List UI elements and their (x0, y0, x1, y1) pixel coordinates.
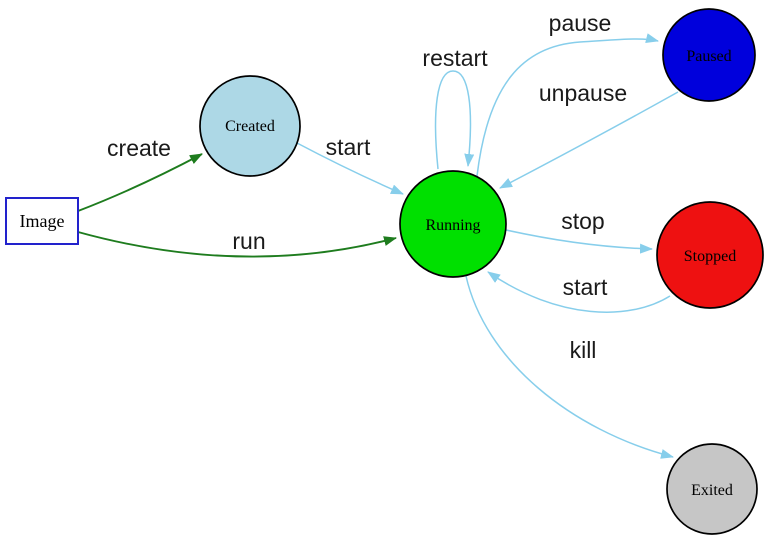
node-running-circle (399, 170, 507, 278)
edge-label-restart: restart (422, 45, 488, 71)
node-stopped-circle (656, 201, 764, 309)
node-stopped: Stopped (656, 201, 764, 309)
node-image-label: Image (20, 211, 65, 231)
edge-restart-path (434, 70, 475, 170)
node-created-circle (199, 75, 301, 177)
node-exited: Exited (666, 443, 758, 535)
edge-start-created-path (296, 142, 404, 195)
node-created: Created (199, 75, 301, 177)
node-exited-label: Exited (691, 482, 733, 499)
edge-label-unpause: unpause (539, 80, 627, 106)
node-running-label: Running (425, 217, 480, 234)
node-image: Image (5, 197, 79, 245)
node-paused-circle (662, 8, 756, 102)
edge-unpause-path (499, 91, 679, 189)
edge-start-stopped-path (487, 271, 671, 313)
edge-label-stop: stop (561, 208, 604, 234)
node-paused-label: Paused (686, 48, 731, 65)
node-exited-circle (666, 443, 758, 535)
node-created-label: Created (225, 118, 275, 135)
node-image-box (5, 197, 79, 245)
node-stopped-label: Stopped (684, 248, 736, 265)
edge-label-run: run (232, 228, 265, 254)
edge-pause-path (476, 33, 659, 177)
edge-create-path (77, 153, 203, 212)
edge-stop-path (505, 229, 653, 254)
edge-label-create: create (107, 135, 171, 161)
edge-kill-path (465, 275, 674, 459)
edge-label-pause: pause (549, 10, 612, 36)
edge-label-kill: kill (570, 337, 597, 363)
edge-run-path (77, 231, 397, 258)
edge-label-start-created: start (326, 134, 371, 160)
edge-label-start-stopped: start (563, 274, 608, 300)
node-running: Running (399, 170, 507, 278)
node-paused: Paused (662, 8, 756, 102)
